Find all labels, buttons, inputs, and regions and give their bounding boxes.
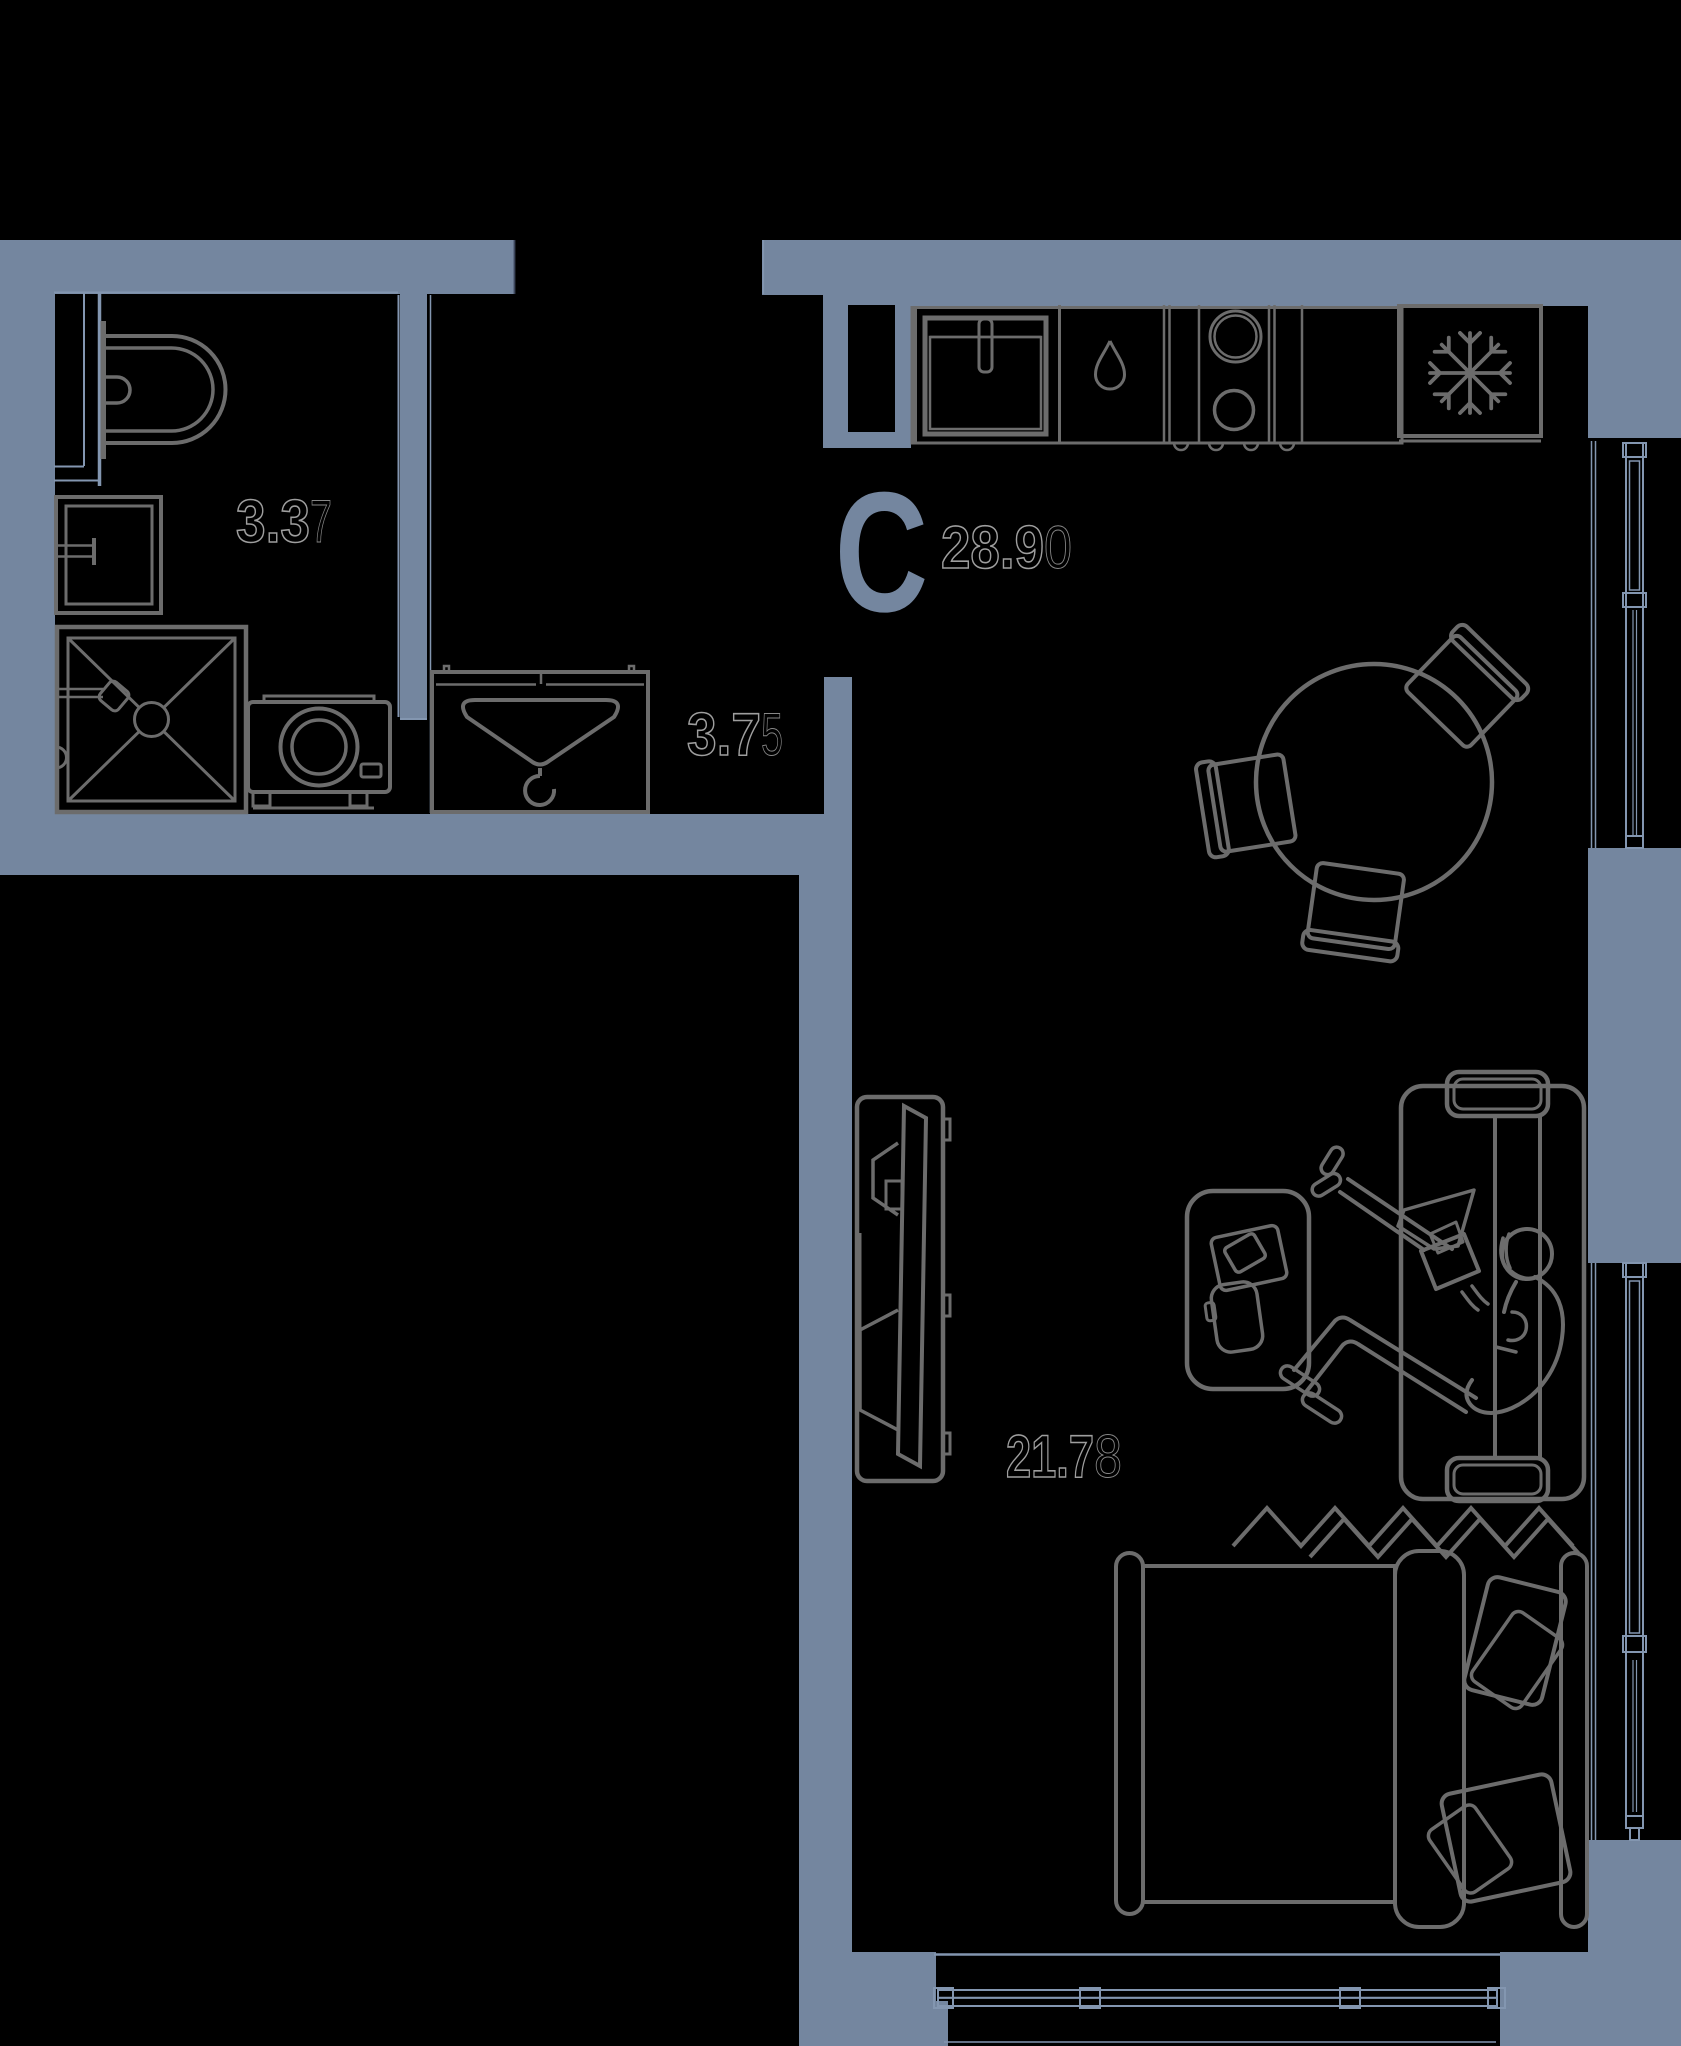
- svg-text:3.3: 3.3: [236, 488, 310, 555]
- svg-text:3.7: 3.7: [687, 701, 761, 768]
- svg-text:21.7: 21.7: [1006, 1423, 1094, 1490]
- svg-text:8: 8: [1094, 1423, 1122, 1490]
- svg-text:5: 5: [761, 701, 783, 768]
- svg-text:7: 7: [310, 488, 332, 555]
- svg-text:28.9: 28.9: [941, 514, 1044, 581]
- svg-text:C: C: [835, 458, 928, 649]
- svg-text:0: 0: [1044, 514, 1072, 581]
